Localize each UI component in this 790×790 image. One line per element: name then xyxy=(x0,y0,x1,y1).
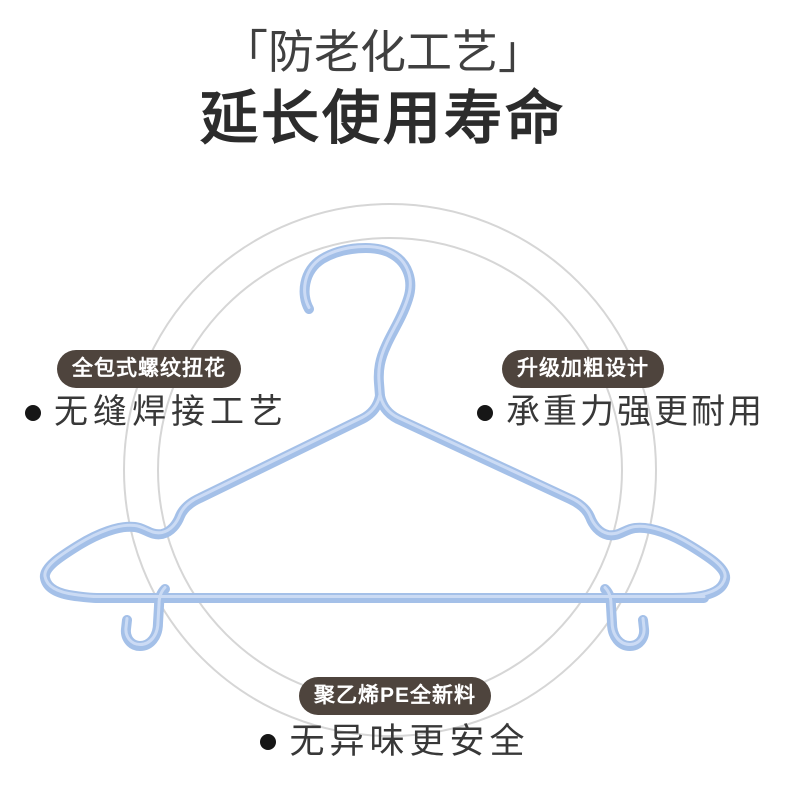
feature-bottom-line: 无异味更安全 xyxy=(0,722,790,762)
feature-left: 全包式螺纹扭花 无缝焊接工艺 xyxy=(25,350,288,431)
feature-bottom-badge: 聚乙烯PE全新料 xyxy=(298,677,491,715)
poster-title: 延长使用寿命 xyxy=(199,85,566,151)
feature-right-badge: 升级加粗设计 xyxy=(502,350,664,388)
feature-bottom: 聚乙烯PE全新料 无异味更安全 xyxy=(0,677,790,762)
decor-circle-inner xyxy=(157,237,623,703)
feature-left-text: 无缝焊接工艺 xyxy=(54,393,288,431)
feature-right: 升级加粗设计 承重力强更耐用 xyxy=(477,350,765,431)
feature-right-text: 承重力强更耐用 xyxy=(506,393,765,431)
header: 「防老化工艺」 延长使用寿命 xyxy=(0,26,778,150)
decor-circle-outer xyxy=(123,203,657,737)
feature-left-line: 无缝焊接工艺 xyxy=(25,393,288,431)
poster-subtitle: 「防老化工艺」 xyxy=(222,26,544,78)
bullet-dot-icon xyxy=(25,404,41,421)
feature-left-badge: 全包式螺纹扭花 xyxy=(57,350,241,388)
hanger-hook xyxy=(305,248,411,396)
hanger-wire xyxy=(45,248,725,646)
feature-right-line: 承重力强更耐用 xyxy=(477,393,765,431)
feature-bottom-text: 无异味更安全 xyxy=(289,722,530,761)
bullet-dot-icon xyxy=(477,404,493,421)
bullet-dot-icon xyxy=(260,734,277,751)
decor-circles xyxy=(123,203,657,737)
hanger-wire-highlight xyxy=(43,244,727,646)
